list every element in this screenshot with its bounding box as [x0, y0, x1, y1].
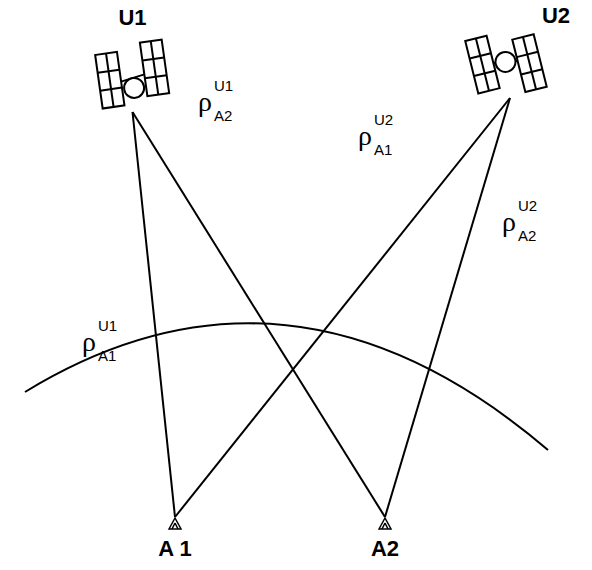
ground-station-node: A 1 [150, 517, 200, 567]
satellite-symbol [94, 40, 170, 109]
satellite-superscript: U2 [518, 198, 537, 214]
satellite-node: U2 [470, 4, 570, 98]
station-name: U2 [470, 4, 570, 28]
range-symbol: ρ [198, 88, 212, 116]
earth-surface-arc [25, 323, 548, 450]
satellite-superscript: U2 [374, 112, 393, 128]
range-label: ρU1A1 [82, 318, 130, 366]
signal-path [385, 98, 510, 517]
station-subscript: A2 [214, 108, 232, 124]
station-name: A 1 [150, 537, 200, 561]
signal-path [133, 112, 386, 517]
range-label: ρU2A2 [502, 198, 550, 246]
signal-path [133, 112, 176, 517]
range-label: ρU1A2 [198, 78, 246, 126]
ground-station-node: A2 [360, 517, 410, 567]
range-symbol: ρ [82, 328, 96, 356]
signal-path [175, 98, 510, 517]
range-symbol: ρ [502, 208, 516, 236]
range-symbol: ρ [358, 122, 372, 150]
station-name: A2 [360, 537, 410, 561]
satellite-symbol [465, 25, 546, 104]
satellite-superscript: U1 [214, 78, 233, 94]
satellite-node: U1 [95, 6, 170, 112]
station-subscript: A2 [518, 228, 536, 244]
station-subscript: A1 [98, 348, 116, 364]
station-symbol [169, 518, 181, 529]
satellite-superscript: U1 [98, 318, 117, 334]
station-name: U1 [95, 6, 170, 30]
station-symbol [379, 518, 391, 529]
range-label: ρU2A1 [358, 112, 406, 160]
station-subscript: A1 [374, 142, 392, 158]
